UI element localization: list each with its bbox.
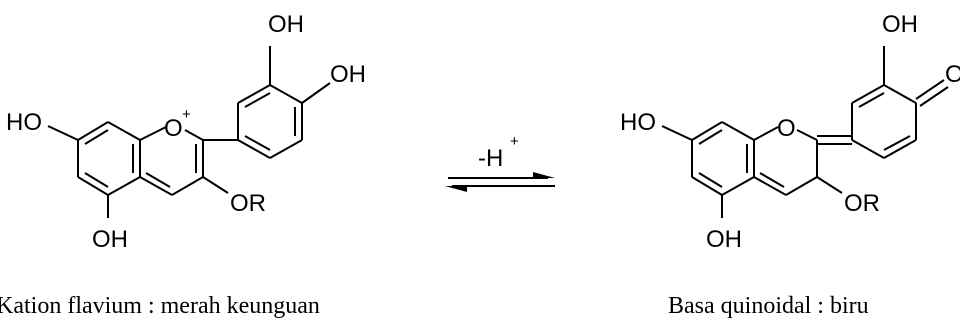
forward-arrowhead [533, 172, 555, 178]
right-caption: Basa quinoidal : biru [668, 293, 869, 319]
bond [883, 135, 911, 151]
right-alkoxy: OR [844, 190, 880, 217]
bond [47, 125, 79, 141]
bond [721, 176, 755, 196]
bond [785, 176, 818, 196]
bond [77, 121, 109, 141]
bond [139, 176, 173, 196]
bond [691, 176, 723, 196]
bond [661, 125, 693, 141]
right-hydroxyl-top: OH [882, 11, 918, 38]
left-hydroxyl-bottom: OH [92, 226, 128, 253]
bond [759, 172, 785, 188]
bond [237, 139, 271, 159]
bond [139, 126, 167, 141]
bond [721, 121, 755, 141]
bond [107, 121, 141, 141]
equilibrium-label: -H [478, 145, 503, 172]
bond [851, 139, 885, 159]
bond [84, 172, 109, 188]
equilibrium-arrows: -H + [445, 133, 555, 192]
left-ring-oxygen: O [164, 115, 183, 142]
bond [301, 82, 331, 104]
bond [691, 121, 723, 141]
bond [184, 129, 204, 141]
right-hydroxyl-left: HO [620, 109, 656, 136]
right-carbonyl-oxygen: O [945, 61, 960, 88]
right-bonds [661, 46, 949, 218]
bond [202, 176, 229, 194]
bond [816, 176, 843, 194]
bond [107, 176, 141, 196]
bond [858, 92, 885, 108]
right-ring-oxygen: O [777, 115, 796, 142]
bond [84, 129, 109, 145]
bond [919, 86, 949, 107]
bond [269, 84, 303, 104]
left-bonds [47, 46, 331, 218]
equilibrium-label-superscript: + [510, 133, 519, 150]
bond [753, 176, 787, 196]
left-hydroxyl-right: OH [330, 61, 366, 88]
left-molecule: OH OH HO O + OR OH [6, 11, 366, 253]
bond [244, 135, 271, 151]
bond [851, 84, 885, 104]
left-alkoxy: OR [230, 190, 266, 217]
left-hydroxyl-left: HO [6, 109, 42, 136]
bond [915, 79, 945, 100]
bond [883, 139, 917, 159]
left-caption: Kation flavium : merah keunguan [0, 293, 320, 319]
bond [883, 84, 917, 104]
right-molecule: OH O HO O OR OH [620, 11, 960, 253]
bond [269, 139, 303, 159]
left-hydroxyl-top: OH [268, 11, 304, 38]
right-hydroxyl-bottom: OH [706, 226, 742, 253]
bond [698, 129, 723, 145]
bond [796, 129, 818, 141]
bond [171, 176, 204, 196]
bond [753, 126, 779, 141]
bond [237, 84, 271, 104]
bond [77, 176, 109, 196]
bond [698, 172, 723, 188]
bond [145, 172, 171, 188]
left-ring-oxygen-charge: + [182, 106, 191, 123]
bond [244, 92, 271, 108]
reverse-arrowhead [445, 186, 467, 192]
